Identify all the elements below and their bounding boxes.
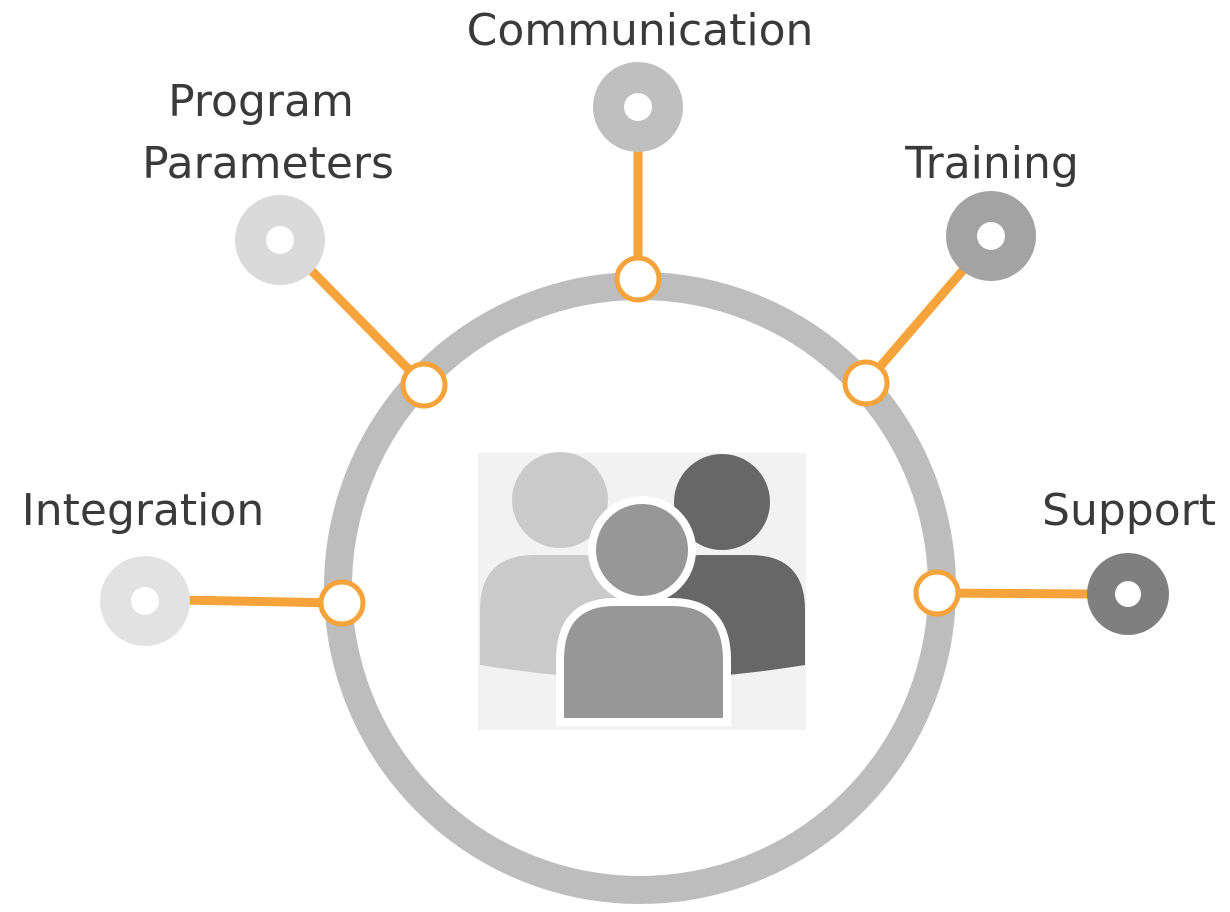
dot-training-hole xyxy=(977,222,1005,250)
dot-integration-hole xyxy=(131,587,159,615)
person-left-head xyxy=(512,452,608,548)
node-communication xyxy=(614,255,662,303)
connector-training xyxy=(862,259,974,386)
label-program-parameters-line2: Parameters xyxy=(142,138,394,189)
person-right-head xyxy=(674,454,770,550)
people-group-icon xyxy=(478,452,806,730)
person-front xyxy=(556,496,731,726)
person-front-body xyxy=(556,598,731,726)
label-support: Support xyxy=(1042,485,1216,536)
label-program-parameters: Program Parameters xyxy=(142,76,394,189)
node-integration xyxy=(318,579,366,627)
dot-program-parameters-hole xyxy=(266,226,294,254)
connector-program-parameters xyxy=(301,260,428,389)
item-integration: Integration xyxy=(22,485,366,646)
label-communication: Communication xyxy=(467,5,814,56)
node-program-parameters xyxy=(400,361,448,409)
node-training xyxy=(842,359,890,407)
item-communication: Communication xyxy=(467,5,814,303)
label-program-parameters-line1: Program xyxy=(168,76,354,127)
dot-support-hole xyxy=(1115,581,1141,607)
label-training: Training xyxy=(904,138,1079,189)
person-front-head xyxy=(588,496,696,604)
item-support: Support xyxy=(913,485,1216,635)
item-program-parameters: Program Parameters xyxy=(142,76,448,409)
item-training: Training xyxy=(842,138,1079,407)
connector-integration xyxy=(179,595,343,608)
connector-support xyxy=(936,588,1096,599)
label-integration: Integration xyxy=(22,485,264,536)
dot-communication-hole xyxy=(624,93,652,121)
node-support xyxy=(913,569,961,617)
